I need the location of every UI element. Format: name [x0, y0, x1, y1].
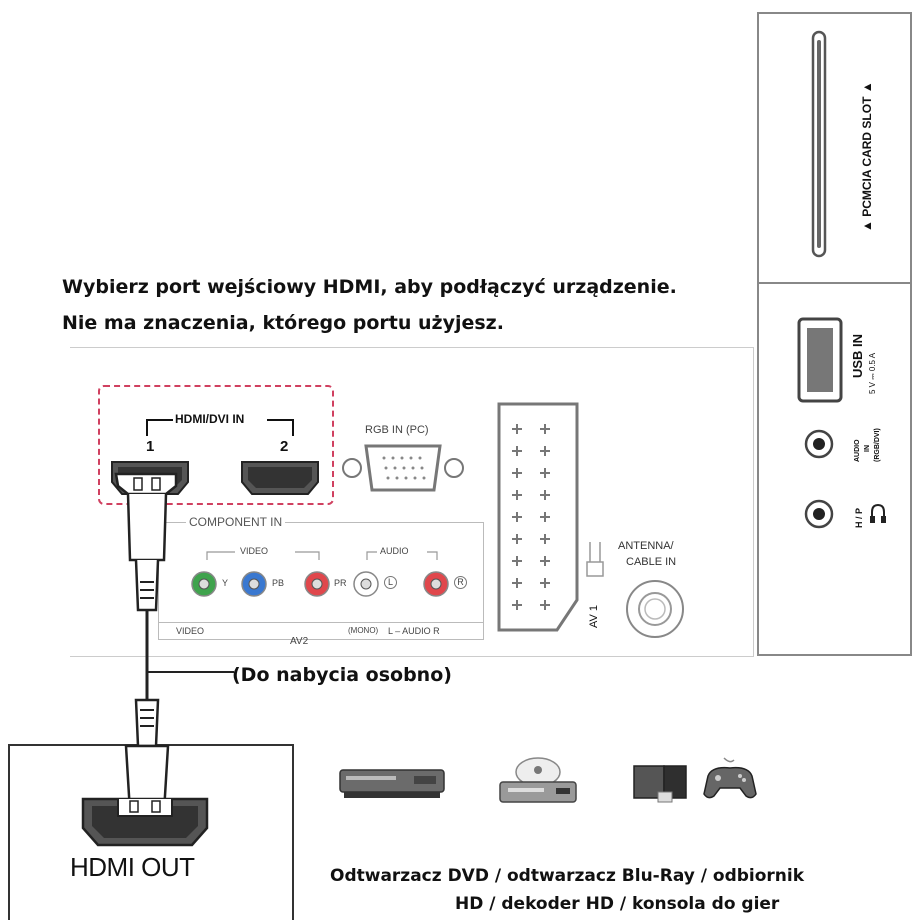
- jack-audio-r[interactable]: [422, 570, 450, 598]
- jack-audio-r-label: R: [454, 576, 467, 589]
- hdmi-port-2[interactable]: [240, 460, 320, 496]
- devices-caption-line-2: HD / dekoder HD / konsola do gier: [455, 894, 780, 914]
- dvd-player-icon: [339, 769, 445, 798]
- jack-pr[interactable]: [303, 570, 331, 598]
- pcmcia-label: ▲ PCMCIA CARD SLOT ▲: [860, 81, 874, 232]
- bottom-video-label: VIDEO: [176, 626, 205, 636]
- side-panel-divider: [759, 282, 910, 284]
- scart-symbol: [586, 542, 604, 577]
- pcmcia-slot[interactable]: [804, 30, 834, 258]
- game-controller-icon: [703, 757, 757, 799]
- scart-av1-label: AV 1: [588, 604, 600, 628]
- rgb-port[interactable]: [340, 442, 466, 498]
- bottom-mono-label: (MONO): [348, 626, 379, 635]
- tv-rear-panel: [70, 347, 754, 657]
- note-leader-line: [148, 671, 234, 673]
- hdmi-group-outline: [98, 385, 334, 505]
- hdmi-cable-tv-end: [114, 472, 178, 698]
- audio-in-jack[interactable]: [803, 428, 835, 460]
- antenna-port[interactable]: [622, 576, 688, 642]
- instruction-line-1: Wybierz port wejściowy HDMI, aby podłącz…: [62, 276, 677, 298]
- cable-sold-separately-note: (Do nabycia osobno): [232, 664, 452, 686]
- audio-in-label-3: (RGB/DVI): [874, 428, 881, 462]
- jack-audio-l[interactable]: [352, 570, 380, 598]
- instruction-line-2: Nie ma znaczenia, którego portu użyjesz.: [62, 312, 504, 334]
- hdmi-out-label: HDMI OUT: [70, 852, 195, 882]
- jack-audio-l-label: L: [384, 576, 397, 589]
- hdmi-port-2-number: 2: [280, 438, 289, 455]
- headphone-jack[interactable]: [803, 498, 835, 530]
- component-audio-label: AUDIO: [380, 546, 409, 556]
- component-in-label: COMPONENT IN: [186, 515, 286, 529]
- hdmi-bracket: [146, 419, 294, 436]
- headphone-icon: [870, 503, 886, 523]
- rgb-in-label: RGB IN (PC): [365, 424, 429, 436]
- component-sub-brackets: [206, 551, 438, 560]
- jack-pr-label: PR: [334, 578, 347, 588]
- scart-port[interactable]: [495, 400, 581, 634]
- antenna-label-2: CABLE IN: [626, 556, 677, 568]
- hd-receiver-icon: [633, 765, 687, 803]
- devices-caption-line-1: Odtwarzacz DVD / odtwarzacz Blu-Ray / od…: [330, 866, 805, 886]
- jack-y-label: Y: [222, 578, 229, 588]
- audio-in-label-1: AUDIO: [854, 439, 861, 462]
- antenna-label-1: ANTENNA/: [618, 540, 674, 552]
- hdmi-group-label: HDMI/DVI IN: [175, 412, 245, 426]
- hdmi-out-port[interactable]: [80, 796, 210, 848]
- hdmi-port-1-number: 1: [146, 438, 155, 455]
- av2-divider: [158, 622, 484, 623]
- component-video-label: VIDEO: [240, 546, 269, 556]
- jack-pb-label: PB: [272, 578, 285, 588]
- bluray-player-icon: [499, 757, 577, 803]
- jack-y[interactable]: [190, 570, 218, 598]
- jack-pb[interactable]: [240, 570, 268, 598]
- component-group-box: [158, 522, 484, 640]
- usb-port[interactable]: [796, 316, 844, 404]
- usb-spec-label: 5 V ⎓ 0.5 A: [868, 352, 877, 394]
- usb-in-label: USB IN: [850, 333, 865, 378]
- audio-in-label-2: IN: [864, 445, 871, 452]
- hp-label: H / P: [854, 507, 864, 528]
- bottom-audio-label: L – AUDIO R: [388, 626, 440, 636]
- bottom-av2-label: AV2: [290, 636, 309, 647]
